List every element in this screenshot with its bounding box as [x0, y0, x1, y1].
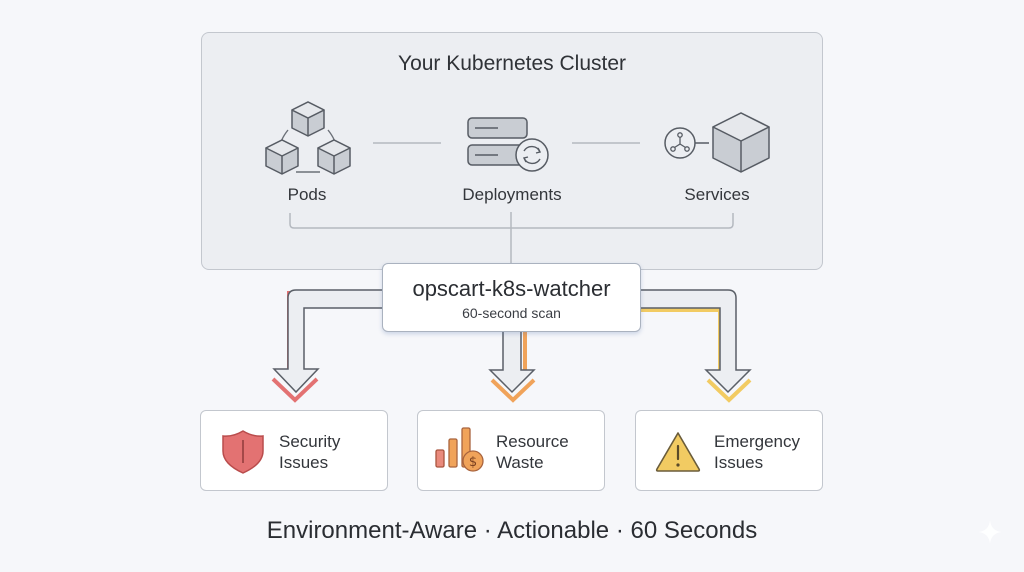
output-card-waste-label: Resource Waste [496, 431, 569, 473]
shield-icon [222, 430, 264, 474]
arrow-security-body [272, 289, 383, 394]
arrow-security-head-accent [271, 377, 319, 403]
arrow-emergency-body [641, 289, 752, 394]
output-card-waste-line1: Resource [496, 432, 569, 451]
warning-triangle-icon [655, 432, 701, 472]
output-card-emergency: Emergency Issues [635, 410, 823, 491]
node-label-services: Services [684, 185, 750, 204]
watcher-subtitle: 60-second scan [462, 305, 561, 321]
service-network-icon [664, 112, 770, 173]
watcher-box: opscart-k8s-watcher 60-second scan [382, 263, 641, 332]
output-card-waste: $ Resource Waste [417, 410, 605, 491]
output-card-waste-line2: Waste [496, 453, 544, 472]
output-card-emergency-line2: Issues [714, 453, 764, 472]
tagline: Environment-Aware · Actionable · 60 Seco… [266, 517, 758, 544]
pods-cubes-icon [265, 101, 351, 175]
watcher-title: opscart-k8s-watcher [412, 276, 611, 301]
cluster-title: Your Kubernetes Cluster [397, 52, 627, 75]
sparkle-icon [978, 520, 1002, 544]
arrow-waste-body [488, 332, 536, 394]
output-card-security-label: Security Issues [279, 431, 340, 473]
node-label-pods: Pods [287, 185, 327, 204]
arrow-waste [488, 332, 536, 403]
arrow-security [271, 289, 383, 403]
output-card-security-line1: Security [279, 432, 341, 451]
bar-chart-dollar-icon: $ [435, 427, 484, 472]
node-label-deployments: Deployments [462, 185, 562, 204]
output-card-emergency-line1: Emergency [714, 432, 800, 451]
deployments-sync-icon [467, 117, 549, 172]
output-card-security-line2: Issues [279, 453, 329, 472]
output-card-security: Security Issues [200, 410, 388, 491]
svg-text:$: $ [469, 455, 477, 470]
arrow-emergency [641, 289, 752, 403]
output-card-emergency-label: Emergency Issues [714, 431, 800, 473]
